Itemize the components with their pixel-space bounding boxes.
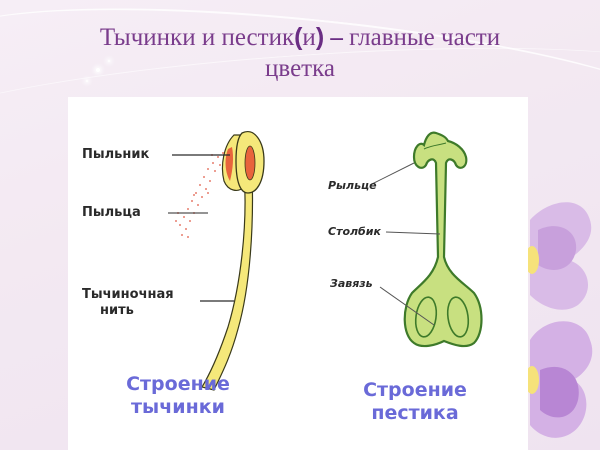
pistil-body: [403, 131, 483, 348]
decorative-flowers: [528, 202, 593, 438]
leader-line: [385, 231, 441, 235]
stamen-drawing: [168, 131, 265, 391]
leader-line: [369, 162, 415, 186]
sparkle: [96, 68, 100, 72]
label-filament-line1: Тычиночная: [82, 287, 174, 302]
label-filament-line2: нить: [100, 303, 134, 318]
diagram-canvas: [168, 131, 483, 391]
leader-line: [379, 286, 435, 326]
filament: [201, 171, 254, 391]
caption-pistil: Строение пестика: [363, 379, 467, 424]
label-stigma: Рыльце: [328, 179, 377, 192]
caption-stamen: Строение тычинки: [126, 373, 230, 418]
ovule: [446, 296, 470, 338]
sparkle: [108, 60, 110, 62]
sparkle: [86, 80, 88, 82]
label-anther: Пыльник: [82, 147, 150, 162]
label-style: Столбик: [328, 225, 381, 238]
title-line-1: Тычинки и пестик(и) – главные части: [99, 23, 501, 51]
pollen-dots: [175, 152, 224, 238]
label-pollen: Пыльца: [82, 205, 141, 220]
title-line-2: цветка: [265, 55, 335, 82]
flower-icon: [528, 202, 592, 310]
slide-title: Тычинки и пестик(и) – главные части цвет…: [0, 22, 600, 84]
ovule: [414, 296, 438, 338]
diagram-panel: Пыльник Пыльца Тычиночная нить Рыльце Ст…: [68, 97, 528, 450]
flower-icon: [528, 321, 593, 438]
pistil-drawing: [369, 131, 483, 348]
label-ovary: Завязь: [330, 277, 373, 290]
